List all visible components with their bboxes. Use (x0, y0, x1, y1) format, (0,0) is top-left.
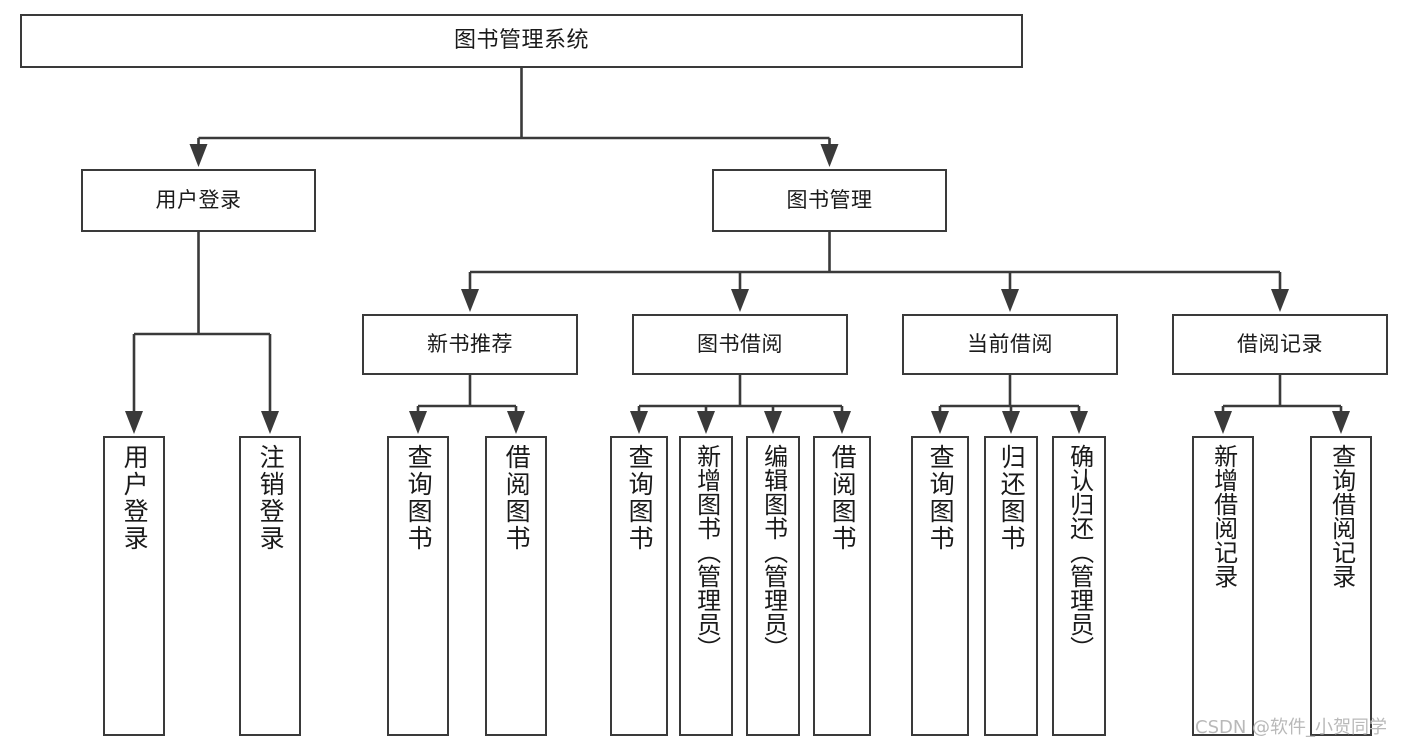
arrowhead (764, 411, 782, 434)
node-leaf-userlogin[interactable]: 用户登录 (103, 436, 165, 736)
arrowhead (1070, 411, 1088, 434)
arrowhead (697, 411, 715, 434)
node-label: 图书管理系统 (453, 28, 589, 54)
node-label: 借阅记录 (1237, 332, 1323, 357)
node-l3-borrow[interactable]: 图书借阅 (632, 314, 848, 375)
node-l3-record[interactable]: 借阅记录 (1172, 314, 1388, 375)
arrowhead (409, 411, 427, 434)
node-root[interactable]: 图书管理系统 (20, 14, 1023, 68)
node-leaf-rec-query[interactable]: 查询借阅记录 (1310, 436, 1372, 736)
node-leaf-bw-edit[interactable]: 编辑图书（管理员） (746, 436, 800, 736)
arrowhead (1332, 411, 1350, 434)
node-label: 用户登录 (155, 188, 242, 213)
arrowhead (833, 411, 851, 434)
arrowhead (1214, 411, 1232, 434)
arrowhead (1001, 289, 1019, 312)
node-leaf-cur-query[interactable]: 查询图书 (911, 436, 969, 736)
arrowhead (630, 411, 648, 434)
arrowhead (261, 411, 279, 434)
node-label: 图书借阅 (697, 332, 783, 357)
node-leaf-bw-add[interactable]: 新增图书（管理员） (679, 436, 733, 736)
node-leaf-cur-confirm[interactable]: 确认归还（管理员） (1052, 436, 1106, 736)
node-label: 查询借阅记录 (1327, 444, 1356, 588)
node-label: 查询图书 (404, 444, 434, 552)
node-label: 图书管理 (786, 188, 873, 213)
arrowhead (731, 289, 749, 312)
node-label: 当前借阅 (967, 332, 1053, 357)
node-label: 确认归还（管理员） (1065, 444, 1094, 660)
node-label: 用户登录 (120, 444, 150, 552)
node-leaf-nb-borrow[interactable]: 借阅图书 (485, 436, 547, 736)
node-label: 借阅图书 (828, 444, 858, 552)
arrowhead (189, 144, 208, 167)
arrowhead (1271, 289, 1289, 312)
node-leaf-nb-query[interactable]: 查询图书 (387, 436, 449, 736)
arrowhead (461, 289, 479, 312)
node-leaf-cur-return[interactable]: 归还图书 (984, 436, 1038, 736)
node-label: 归还图书 (997, 444, 1027, 552)
arrowhead (125, 411, 143, 434)
arrowhead (820, 144, 839, 167)
node-label: 查询图书 (926, 444, 956, 552)
node-l3-current[interactable]: 当前借阅 (902, 314, 1118, 375)
node-leaf-rec-add[interactable]: 新增借阅记录 (1192, 436, 1254, 736)
node-l2-login[interactable]: 用户登录 (81, 169, 316, 232)
node-label: 新增图书（管理员） (692, 444, 721, 660)
node-leaf-bw-lend[interactable]: 借阅图书 (813, 436, 871, 736)
node-label: 借阅图书 (502, 444, 532, 552)
node-label: 注销登录 (256, 444, 286, 552)
node-l2-book[interactable]: 图书管理 (712, 169, 947, 232)
arrowhead (931, 411, 949, 434)
csdn-watermark: CSDN @软件_小贺同学 (1195, 717, 1388, 738)
arrowhead (1002, 411, 1020, 434)
node-label: 编辑图书（管理员） (759, 444, 788, 660)
node-leaf-bw-query[interactable]: 查询图书 (610, 436, 668, 736)
node-leaf-logout[interactable]: 注销登录 (239, 436, 301, 736)
node-label: 查询图书 (625, 444, 655, 552)
arrowhead (507, 411, 525, 434)
node-label: 新增借阅记录 (1209, 444, 1238, 588)
node-label: 新书推荐 (427, 332, 513, 357)
node-l3-newbook[interactable]: 新书推荐 (362, 314, 578, 375)
